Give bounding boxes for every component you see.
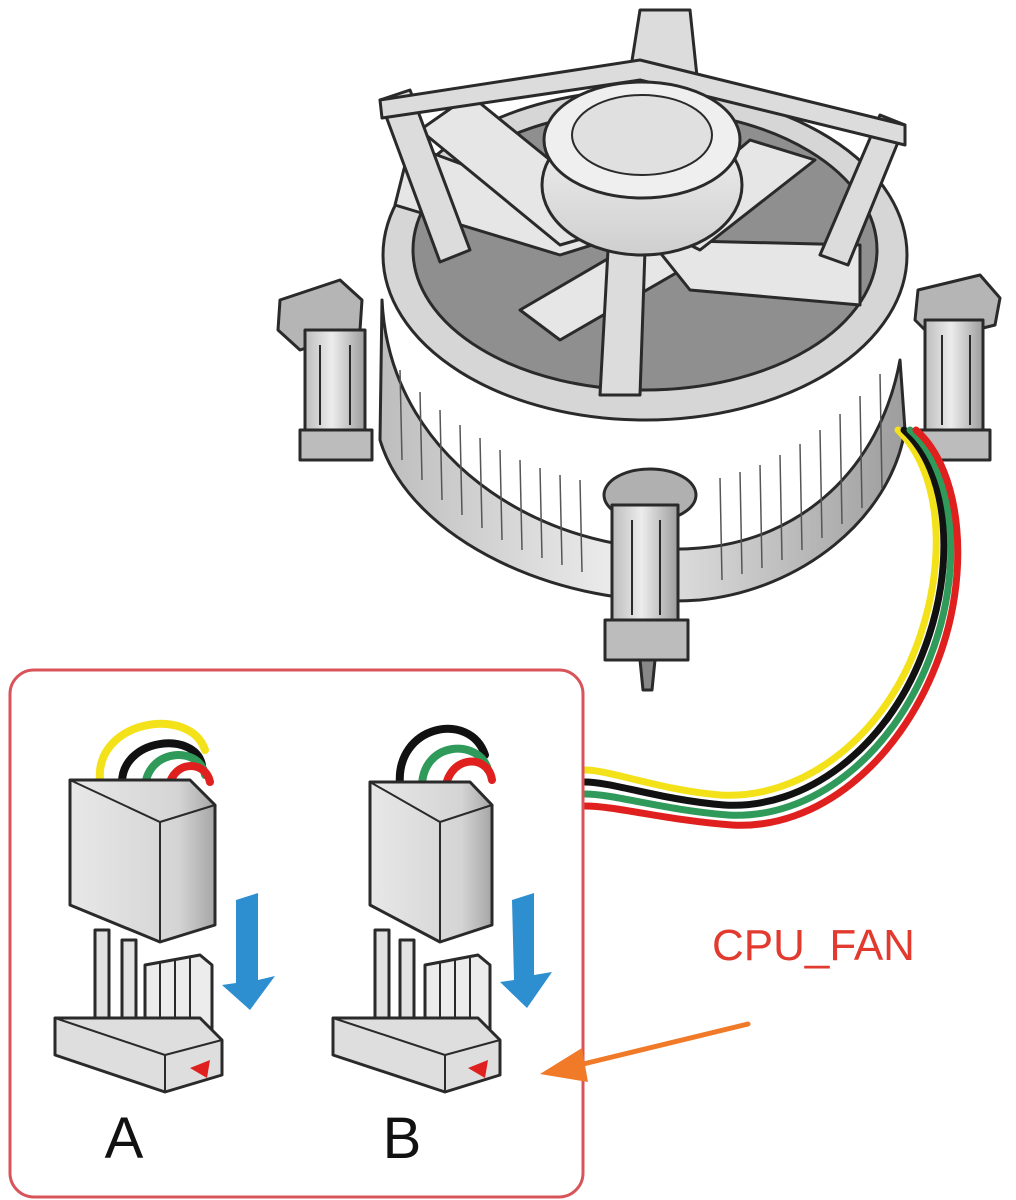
push-pin-front: [602, 467, 698, 692]
motherboard-header-a: [53, 928, 224, 1094]
connector-option-a: A: [53, 719, 275, 1171]
motherboard-header-b: [331, 928, 502, 1094]
down-arrow-icon: [222, 893, 275, 1010]
pointer-arrow-icon: [540, 1021, 751, 1082]
wire-green: [581, 426, 955, 819]
wire-red: [581, 426, 962, 829]
push-pin-left: [276, 278, 374, 462]
heatsink-fins: [378, 298, 907, 603]
wire-yellow: [581, 426, 940, 799]
heatsink-fin-lines: [399, 369, 883, 581]
connector-option-b: B: [331, 725, 552, 1171]
wire-black: [581, 426, 948, 809]
down-arrow-icon: [500, 893, 552, 1008]
fan-cable: [581, 426, 962, 829]
option-b-label: B: [383, 1106, 422, 1171]
option-a-label: A: [105, 1106, 144, 1171]
push-pin-right: [913, 273, 1002, 462]
cpu-cooler-illustration: [276, 8, 1002, 692]
cpu-fan-header-label: CPU_FAN: [712, 921, 915, 970]
